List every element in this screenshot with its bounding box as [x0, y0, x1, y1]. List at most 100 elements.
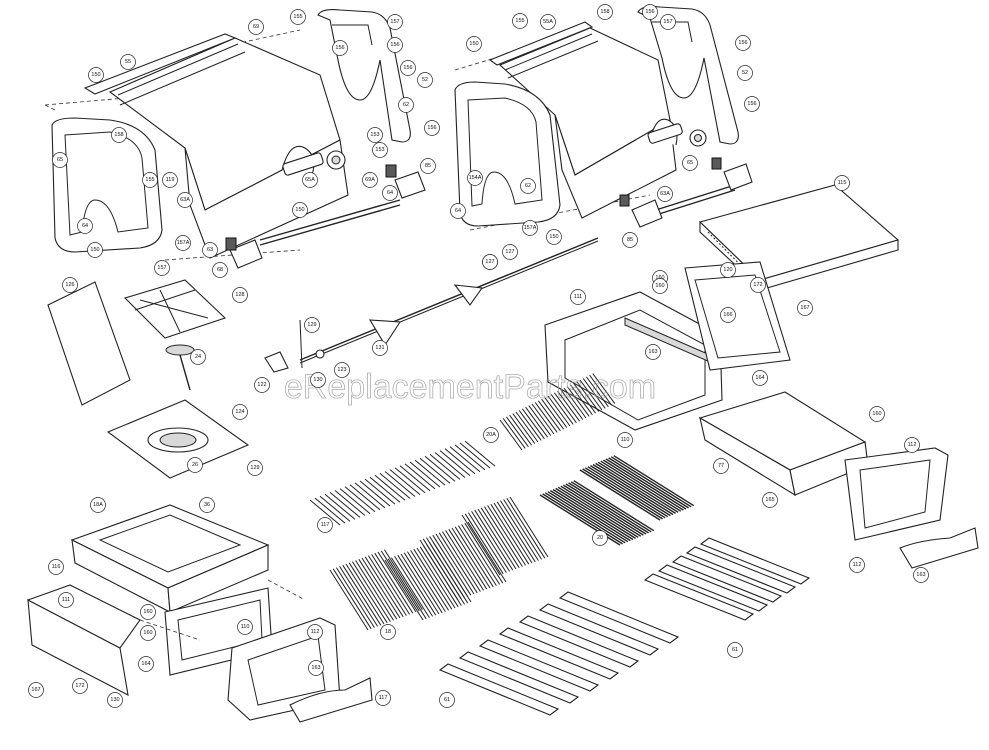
callout-circle	[750, 277, 766, 293]
grate-rod	[502, 418, 526, 449]
part-callout-18A: 18A	[90, 497, 106, 513]
callout-circle	[398, 97, 414, 113]
part-callout-85: 85	[420, 158, 436, 174]
callout-circle	[737, 65, 753, 81]
callout-circle	[62, 277, 78, 293]
callout-circle	[190, 349, 206, 365]
grate-rod	[547, 395, 571, 427]
part-callout-65A: 65A	[302, 172, 318, 188]
callout-circle	[52, 152, 68, 168]
grate-rod	[369, 476, 401, 503]
grate-rod	[467, 521, 507, 583]
part-callout-163: 163	[645, 344, 661, 360]
callout-label: 26	[192, 462, 198, 468]
callout-label: 69	[253, 24, 259, 30]
grate-18	[329, 496, 549, 631]
callout-label: 157	[663, 19, 672, 25]
part-callout-63: 63	[202, 242, 218, 258]
grate-rod	[384, 471, 416, 497]
callout-circle	[439, 692, 455, 708]
grate-rod	[509, 414, 533, 446]
grate-rod	[569, 384, 593, 416]
callout-label: 69A	[365, 177, 375, 183]
callout-circle	[720, 262, 736, 278]
grate-rod	[383, 549, 423, 610]
grate-rod	[544, 492, 626, 544]
grate-rod	[579, 469, 661, 521]
grate-rod	[553, 392, 577, 424]
callout-circle	[362, 172, 378, 188]
callout-label: 18A	[93, 502, 103, 508]
grate-rod	[414, 459, 446, 486]
callout-circle	[597, 4, 613, 20]
callout-circle	[466, 36, 482, 52]
callout-circle	[162, 172, 178, 188]
grate-rod	[565, 483, 647, 535]
part-callout-63A: 63A	[177, 192, 193, 208]
callout-circle	[307, 624, 323, 640]
grate-rod	[374, 552, 414, 614]
callout-circle	[713, 458, 729, 474]
grate-rod	[610, 456, 692, 508]
callout-label: 156	[427, 125, 436, 131]
part-callout-166: 166	[720, 307, 736, 323]
callout-circle	[904, 437, 920, 453]
grate-rod	[419, 457, 451, 484]
grate-20A	[499, 373, 616, 451]
part-callout-163: 163	[913, 567, 929, 583]
grate-rod	[359, 480, 391, 507]
callout-circle	[77, 218, 93, 234]
callout-circle	[199, 497, 215, 513]
flavorizer-bar	[671, 555, 783, 603]
callout-circle	[682, 155, 698, 171]
part-callout-156: 156	[424, 120, 440, 136]
part-callout-154A: 154A	[467, 170, 483, 186]
callout-label: 156	[403, 65, 412, 71]
callout-circle	[28, 682, 44, 698]
callout-label: 150	[469, 41, 478, 47]
flavorizer-bar	[685, 546, 797, 594]
part-callout-160: 160	[140, 625, 156, 641]
grate-rod	[457, 525, 497, 586]
callout-circle	[546, 229, 562, 245]
callout-label: 154A	[469, 175, 482, 181]
grate-rod	[557, 390, 581, 422]
callout-circle	[154, 260, 170, 276]
callout-label: 150	[91, 72, 100, 78]
grate-rod	[579, 379, 603, 411]
grate-rod	[555, 487, 636, 539]
callout-circle	[522, 220, 538, 236]
grate-rod	[568, 482, 649, 534]
callout-circle	[834, 175, 850, 191]
part-callout-52: 52	[417, 72, 433, 88]
callout-label: 117	[321, 522, 330, 528]
grate-rod	[537, 400, 561, 432]
part-callout-120: 120	[720, 262, 736, 278]
grate-rod	[434, 452, 466, 478]
callout-circle	[483, 427, 499, 443]
part-callout-115: 115	[834, 175, 850, 191]
part-callout-131: 131	[372, 340, 388, 356]
rotisserie-assembly	[264, 237, 599, 373]
callout-circle	[744, 96, 760, 112]
callout-circle	[308, 660, 324, 676]
part-callout-156: 156	[642, 4, 658, 20]
callout-label: 68	[217, 267, 223, 273]
grate-rod	[348, 562, 388, 624]
grate-rod	[550, 490, 631, 542]
grate-rod	[394, 467, 426, 494]
grate-rod	[394, 556, 434, 617]
grate-rod	[467, 512, 507, 573]
grate-rod	[487, 505, 527, 566]
grate-rod	[413, 548, 453, 610]
grate-rod	[542, 493, 623, 545]
grate-rod	[367, 555, 407, 616]
callout-circle	[400, 60, 416, 76]
callout-label: 163	[916, 572, 925, 578]
grate-rod	[444, 448, 476, 475]
callout-label: 158	[114, 132, 123, 138]
callout-label: 165	[765, 497, 774, 503]
grate-rod	[461, 514, 501, 576]
callout-label: 157A	[177, 240, 190, 246]
callout-circle	[417, 72, 433, 88]
